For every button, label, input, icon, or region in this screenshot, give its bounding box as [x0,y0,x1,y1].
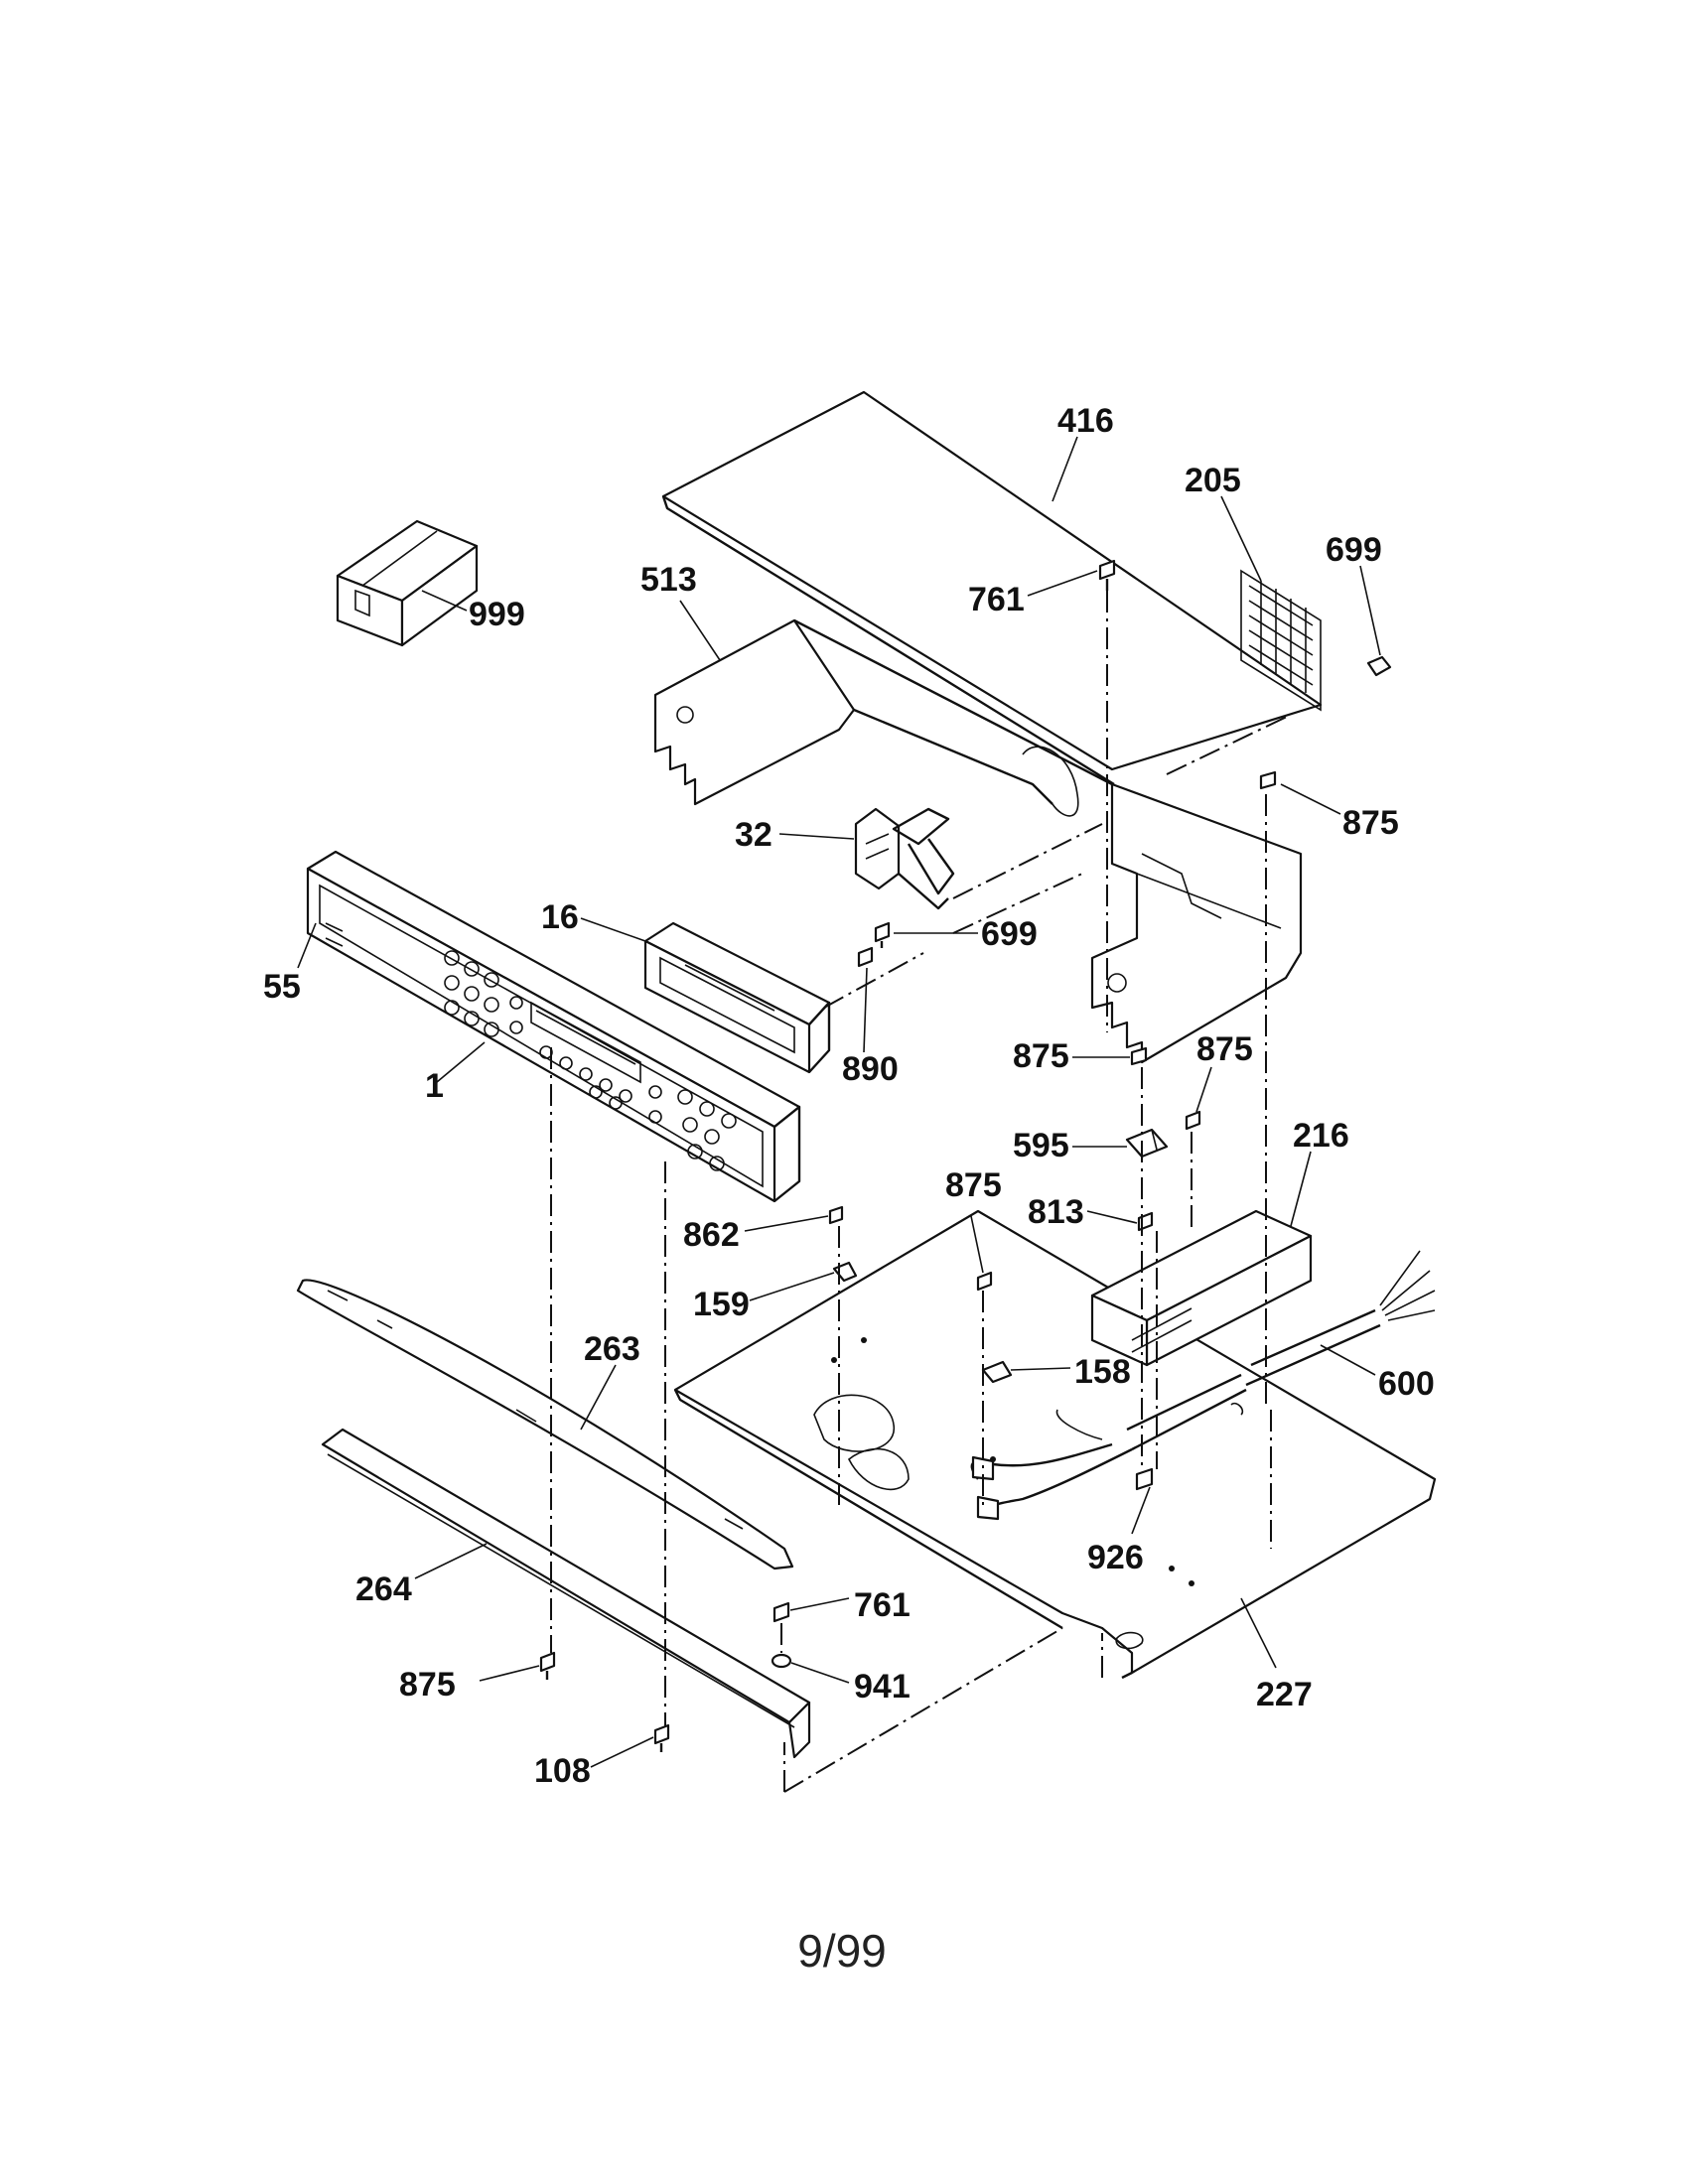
screw-875-bottom [539,1651,556,1680]
label-926: 926 [1087,1539,1144,1576]
label-999: 999 [469,596,525,633]
label-216: 216 [1293,1117,1349,1155]
label-600: 600 [1378,1365,1435,1403]
screw-890 [857,946,874,968]
trim-263 [296,1279,794,1570]
label-108: 108 [534,1752,591,1790]
label-16: 16 [541,898,579,936]
screw-699-mid [874,921,891,948]
bracket-595 [1125,1128,1169,1159]
label-862: 862 [683,1216,740,1254]
screw-875-upper-right [1185,1110,1201,1131]
label-1: 1 [425,1067,444,1105]
label-159: 159 [693,1286,750,1323]
keypad-mid [539,1045,662,1124]
left-side-panel-513 [653,618,1113,817]
keypad-right [677,1089,737,1171]
screw-875-mid [976,1271,993,1292]
label-32: 32 [735,816,772,854]
label-875-bottom: 875 [399,1666,456,1704]
display-window [530,1001,641,1084]
label-264: 264 [355,1570,412,1608]
screw-813 [1137,1211,1154,1232]
washer-941 [771,1653,792,1669]
screen-mesh-205 [1248,581,1314,693]
label-55: 55 [263,968,301,1006]
label-513: 513 [640,561,697,599]
label-227: 227 [1256,1676,1313,1713]
label-699-mid: 699 [981,915,1038,953]
label-875-right: 875 [1342,804,1399,842]
wire-harness-600 [970,1250,1436,1521]
alignment-lines [550,591,1272,1793]
screw-862 [828,1205,844,1225]
page-number: 9/99 [797,1925,887,1977]
label-205: 205 [1185,462,1241,499]
label-875-mid: 875 [945,1166,1002,1204]
keypad-left [444,950,523,1037]
motor-32 [854,807,1103,910]
clip-158 [981,1360,1013,1384]
label-595: 595 [1013,1127,1069,1164]
part-labels: 416 205 699 513 761 999 875 32 16 699 55… [263,402,1435,1790]
trim-264 [321,1428,811,1759]
screw-875-upper-left [1130,1046,1148,1066]
screw-108 [653,1723,670,1752]
relay-box-216 [1090,1209,1313,1367]
leader-lines [297,436,1381,1768]
label-875-upper-right: 875 [1196,1030,1253,1068]
box-999 [336,519,479,647]
control-board-16 [643,921,831,1074]
label-813: 813 [1028,1193,1084,1231]
control-panel-1 [306,850,801,1203]
label-699-top: 699 [1326,531,1382,569]
right-side-panel [1090,714,1303,1064]
screw-761-bottom [772,1601,790,1623]
screw-761-top [1098,559,1116,591]
label-761-top: 761 [968,581,1025,618]
clip-926 [1135,1467,1154,1491]
label-890: 890 [842,1050,899,1088]
label-158: 158 [1074,1353,1131,1391]
screw-875-right [1259,770,1277,790]
top-cover-416 [661,390,1323,786]
label-941: 941 [854,1668,911,1706]
nut-699-top [1366,655,1392,677]
label-263: 263 [584,1330,640,1368]
clip-159 [832,1261,858,1283]
label-761-bottom: 761 [854,1586,911,1624]
label-416: 416 [1057,402,1114,440]
label-875-upper-left: 875 [1013,1037,1069,1075]
